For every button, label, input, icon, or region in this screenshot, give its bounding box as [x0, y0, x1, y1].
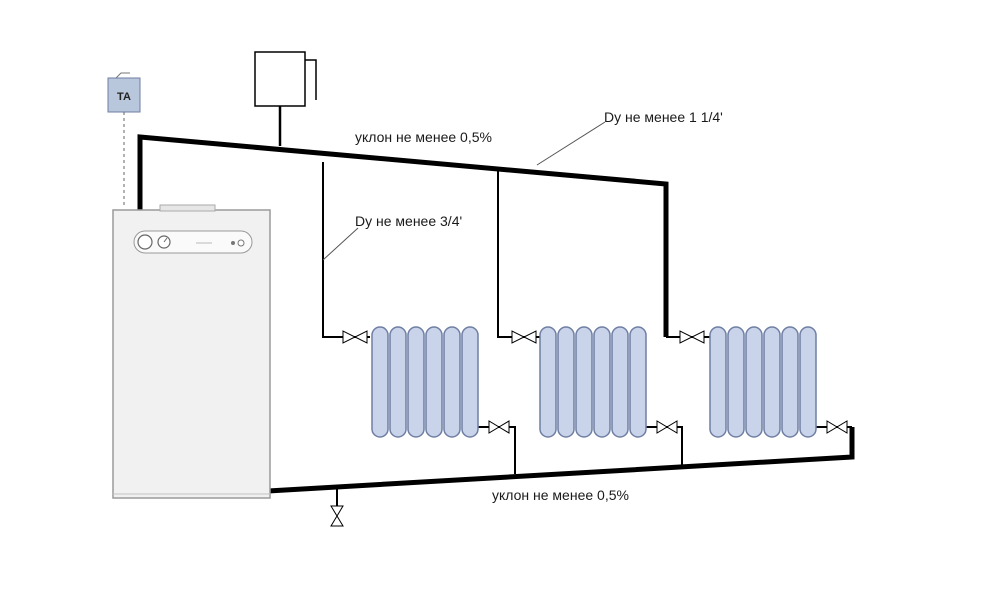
expansion-tank-overflow: [305, 59, 317, 100]
expansion-tank: [254, 51, 317, 146]
return-slope-label: уклон не менее 0,5%: [492, 487, 629, 503]
main-diameter-label: Dу не менее 1 1/4': [604, 109, 723, 125]
supply-riser-1: [322, 162, 370, 338]
radiator-3: [709, 326, 817, 438]
radiator-section: [461, 326, 479, 438]
radiator-1: [371, 326, 479, 438]
branch-diameter-leader: [322, 227, 359, 261]
supply-valve-2: [511, 330, 537, 344]
return-branch-1: [475, 426, 516, 474]
radiator-section: [389, 326, 407, 438]
main-diameter-leader: [536, 121, 606, 166]
boiler-indicator-light: [231, 241, 235, 245]
radiator-section: [799, 326, 817, 438]
return-valve-1: [488, 420, 510, 434]
radiator-section: [575, 326, 593, 438]
supply-valve-1: [342, 330, 368, 344]
supply-riser-2: [497, 170, 540, 338]
boiler-switch-icon: [237, 239, 245, 247]
return-main-pipe: [267, 427, 855, 494]
boiler-top-cap: [159, 204, 216, 212]
radiator-section: [407, 326, 425, 438]
boiler-gauge-needle: [163, 237, 168, 243]
supply-valve-3: [679, 330, 705, 344]
thermostat-box: [107, 77, 141, 113]
drain-valve: [330, 488, 344, 527]
boiler: [112, 204, 271, 499]
radiator-section: [425, 326, 443, 438]
thermostat-label: ТА: [117, 91, 131, 103]
radiator-section: [745, 326, 763, 438]
radiator-section: [709, 326, 727, 438]
return-valve-3: [826, 420, 848, 434]
radiator-section: [557, 326, 575, 438]
return-valve-2: [656, 420, 678, 434]
radiator-section: [443, 326, 461, 438]
radiator-section: [763, 326, 781, 438]
boiler-body: [112, 209, 271, 499]
radiator-section: [629, 326, 647, 438]
radiator-section: [781, 326, 799, 438]
radiator-section: [727, 326, 745, 438]
radiator-section: [539, 326, 557, 438]
supply-slope-label: уклон не менее 0,5%: [355, 129, 492, 145]
radiator-2: [539, 326, 647, 438]
radiator-section: [611, 326, 629, 438]
drain-valve-icon: [330, 505, 344, 527]
branch-diameter-label: Dу не менее 3/4': [355, 213, 462, 229]
expansion-tank-body: [254, 51, 306, 107]
boiler-knob-icon: [137, 234, 153, 250]
radiator-section: [371, 326, 389, 438]
thermostat: ТА: [107, 72, 141, 205]
supply-main-pipe: [137, 134, 669, 337]
radiator-section: [593, 326, 611, 438]
